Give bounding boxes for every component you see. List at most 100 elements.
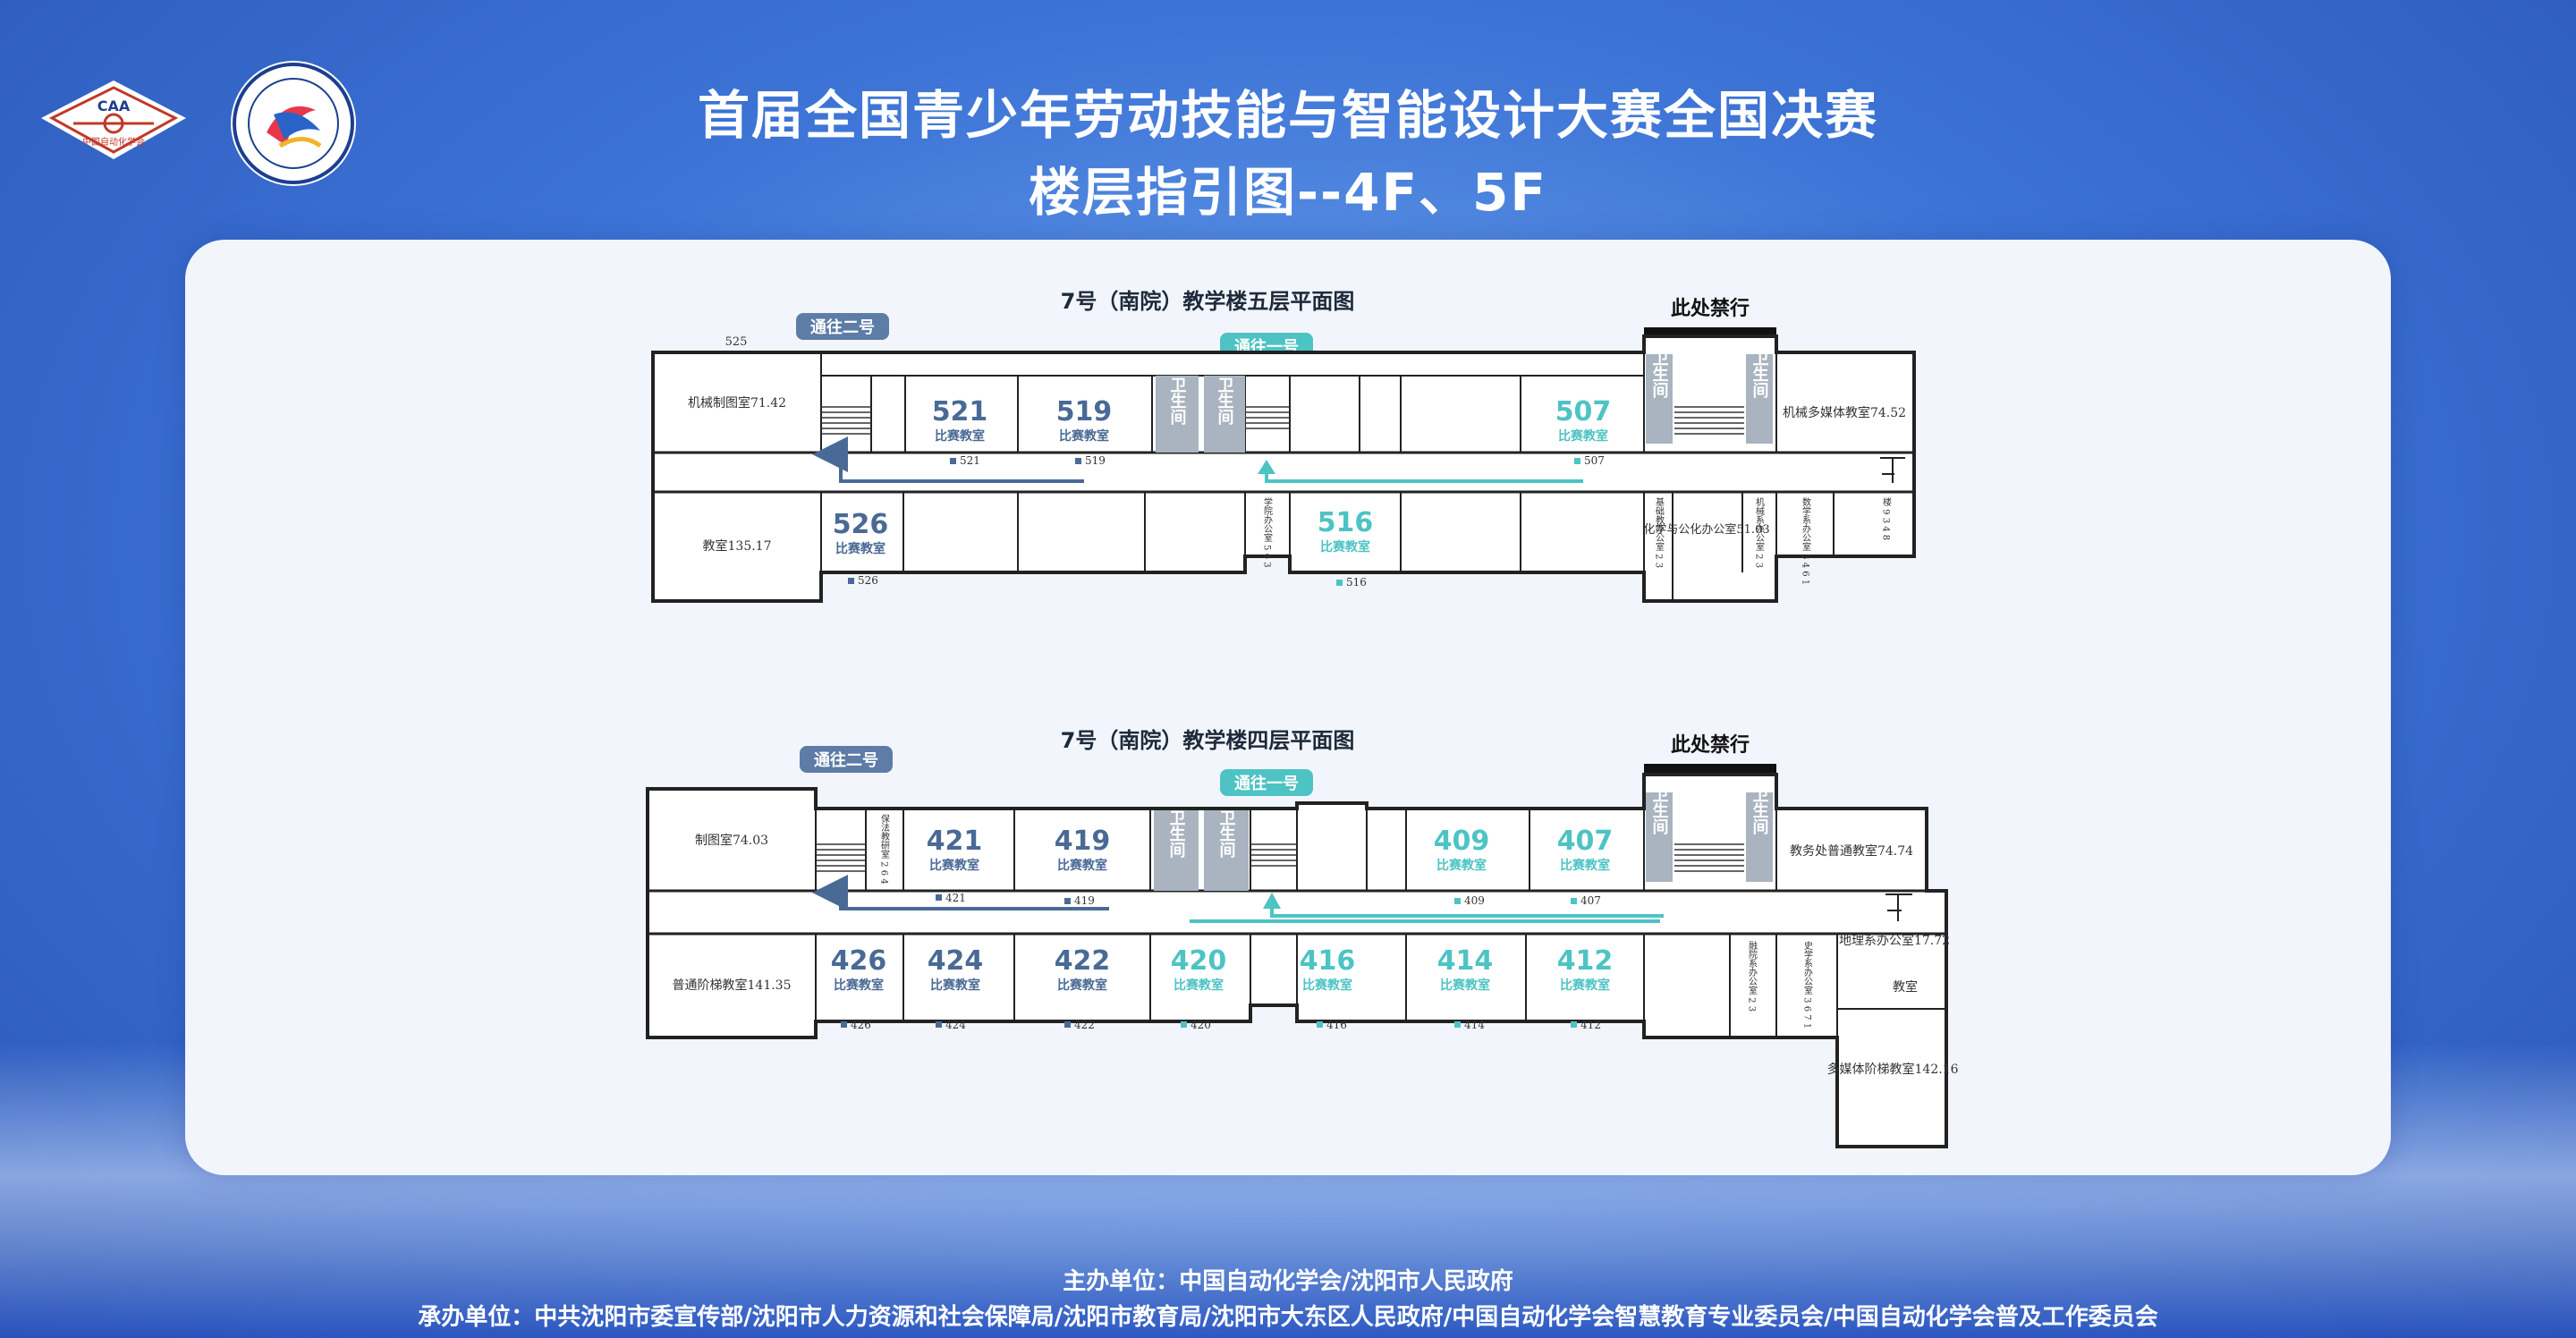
room-521[interactable]: 521 比赛教室 — [932, 396, 988, 444]
svg-text:比赛教室: 比赛教室 — [1302, 978, 1352, 993]
room-424[interactable]: 424 比赛教室 — [928, 945, 984, 993]
svg-text:412: 412 — [1580, 1019, 1601, 1031]
floor-4-stairs-right — [1674, 843, 1744, 872]
svg-text:比赛教室: 比赛教室 — [1436, 858, 1487, 873]
svg-text:比赛教室: 比赛教室 — [1174, 978, 1224, 993]
room-507[interactable]: 507 比赛教室 — [1555, 396, 1612, 444]
svg-text:中国自动化学会: 中国自动化学会 — [82, 136, 145, 148]
room-419[interactable]: 419 比赛教室 — [1055, 826, 1111, 873]
svg-text:419: 419 — [1055, 826, 1111, 857]
floor-4-no-entry-bar — [1644, 764, 1776, 773]
floor-4-plan: 7号（南院）教学楼四层平面图 此处禁行 通往二号 通往一号 — [646, 728, 1959, 1148]
svg-text:比赛教室: 比赛教室 — [1560, 858, 1610, 873]
floor-5-title: 7号（南院）教学楼五层平面图 — [1061, 289, 1355, 314]
office-rongyuan: 融院系办公室 2 3 — [1747, 941, 1758, 1012]
room-zhitu: 制图室74.03 — [695, 833, 768, 848]
room-412[interactable]: 412 比赛教室 — [1557, 945, 1614, 993]
floor-5-no-entry: 此处禁行 — [1671, 297, 1750, 320]
floor-4-path-to-two — [812, 875, 1109, 910]
floor-4-wc-4 — [1746, 792, 1773, 882]
svg-text:CAA: CAA — [97, 97, 131, 114]
floor-5-stairs-middle — [1245, 406, 1290, 429]
svg-text:比赛教室: 比赛教室 — [930, 978, 980, 993]
office-shixue: 史学系办公室 3 6 7 1 — [1802, 941, 1813, 1029]
svg-text:通往二号: 通往二号 — [810, 318, 875, 337]
svg-text:424: 424 — [945, 1019, 966, 1031]
caa-logo: CAA 中国自动化学会 — [41, 80, 186, 159]
floor-5-wc-3 — [1646, 354, 1673, 444]
svg-text:426: 426 — [851, 1019, 871, 1031]
room-putong-jieti: 普通阶梯教室141.35 — [673, 978, 792, 993]
office-xueyuan: 学院办公室 5 6 3 — [1262, 496, 1273, 568]
floor-4-wc-1 — [1154, 810, 1199, 891]
svg-text:420: 420 — [1191, 1019, 1211, 1031]
svg-text:卫生间: 卫生间 — [1216, 377, 1234, 425]
svg-text:比赛教室: 比赛教室 — [835, 541, 886, 556]
room-jixie-media: 机械多媒体教室74.52 — [1783, 405, 1906, 420]
room-jixie-zhitu: 机械制图室71.42 — [688, 395, 786, 411]
svg-text:卫生间: 卫生间 — [1168, 377, 1187, 425]
floor-5-stairs-left — [821, 406, 871, 435]
office-lou: 楼 9 3 4 8 — [1881, 496, 1892, 540]
office-baofa: 保法教研室 2 6 4 — [879, 813, 890, 885]
svg-text:519: 519 — [1056, 396, 1113, 428]
office-shuxue: 数学系办公室 3 4 6 1 — [1801, 496, 1811, 585]
floor-4-wc-3 — [1646, 792, 1673, 882]
svg-text:422: 422 — [1074, 1019, 1095, 1031]
svg-text:409: 409 — [1464, 894, 1485, 907]
floor-5-no-entry-bar — [1644, 327, 1776, 336]
room-409[interactable]: 409 比赛教室 — [1434, 826, 1490, 873]
floor-4-path-to-one-arrowhead — [1263, 893, 1281, 909]
svg-text:525: 525 — [725, 335, 748, 349]
svg-text:比赛教室: 比赛教室 — [1320, 539, 1370, 555]
svg-text:516: 516 — [1346, 576, 1367, 589]
svg-text:416: 416 — [1326, 1019, 1347, 1031]
svg-text:比赛教室: 比赛教室 — [1059, 428, 1109, 444]
svg-text:卫生间: 卫生间 — [1167, 809, 1186, 858]
svg-text:卫生间: 卫生间 — [1650, 350, 1669, 398]
floor-4-wc-2 — [1204, 810, 1249, 891]
svg-text:通往一号: 通往一号 — [1234, 774, 1299, 793]
footer-organizers: 主办单位：中国自动化学会/沈阳市人民政府 — [1063, 1268, 1513, 1295]
svg-text:420: 420 — [1171, 945, 1227, 977]
svg-text:407: 407 — [1557, 826, 1614, 857]
floor-5-wc-4 — [1746, 354, 1773, 444]
svg-text:419: 419 — [1074, 894, 1095, 907]
floor-4-to-one-badge[interactable] — [1220, 769, 1313, 796]
room-516[interactable]: 516 比赛教室 — [1318, 507, 1374, 555]
svg-text:416: 416 — [1300, 945, 1356, 977]
room-jiaoshi-135: 教室135.17 — [703, 538, 772, 554]
svg-text:409: 409 — [1434, 826, 1490, 857]
room-414[interactable]: 414 比赛教室 — [1437, 945, 1494, 993]
floor-5-to-two-badge[interactable] — [796, 313, 889, 340]
svg-text:521: 521 — [960, 454, 980, 467]
room-jiaowu: 教务处普通教室74.74 — [1790, 843, 1913, 859]
floor-4-stairs-middle — [1250, 843, 1297, 867]
floor-4-title: 7号（南院）教学楼四层平面图 — [1061, 728, 1355, 753]
room-media-jieti: 多媒体阶梯教室142.16 — [1827, 1062, 1959, 1077]
room-426[interactable]: 426 比赛教室 — [831, 945, 887, 993]
room-421[interactable]: 421 比赛教室 — [927, 826, 983, 873]
svg-text:526: 526 — [858, 574, 878, 587]
room-422[interactable]: 422 比赛教室 — [1055, 945, 1111, 993]
floor-5-wc-1 — [1156, 376, 1199, 453]
office-huaxue: 化学与公化办公室51.03 — [1643, 522, 1769, 537]
room-526[interactable]: 526 比赛教室 — [833, 509, 889, 556]
room-407[interactable]: 407 比赛教室 — [1557, 826, 1614, 873]
room-519[interactable]: 519 比赛教室 — [1056, 396, 1113, 444]
floor-4-no-entry: 此处禁行 — [1671, 733, 1750, 757]
footer-co-organizers: 承办单位：中共沈阳市委宣传部/沈阳市人力资源和社会保障局/沈阳市教育局/沈阳市大… — [418, 1304, 2158, 1331]
page-subtitle: 楼层指引图--4F、5F — [1028, 162, 1548, 223]
contest-logo — [231, 61, 356, 186]
svg-text:521: 521 — [932, 396, 988, 428]
floor-5-path-to-two — [812, 436, 1084, 483]
svg-text:通往二号: 通往二号 — [814, 750, 878, 770]
svg-text:424: 424 — [928, 945, 984, 977]
room-416[interactable]: 416 比赛教室 — [1300, 945, 1356, 993]
floor-4-to-two-badge[interactable] — [800, 746, 893, 773]
svg-text:507: 507 — [1555, 396, 1612, 428]
room-420[interactable]: 420 比赛教室 — [1171, 945, 1227, 993]
office-jixie-xi: 机械系办公室 2 3 — [1754, 496, 1765, 568]
svg-text:421: 421 — [945, 892, 966, 904]
